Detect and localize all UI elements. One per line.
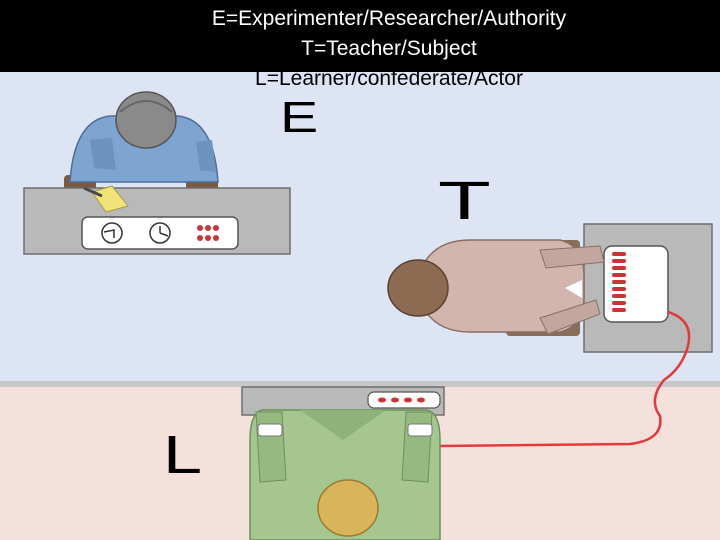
room-divider [0, 381, 720, 387]
wrist-strap-left [258, 424, 282, 436]
legend-teacher: T=Teacher/Subject [0, 37, 720, 61]
label-teacher: T [438, 174, 491, 228]
label-learner: L [163, 428, 202, 482]
legend-learner: L=Learner/confederate/Actor [0, 67, 720, 91]
learner-figure [250, 410, 440, 540]
teacher-desk [584, 224, 712, 352]
label-experimenter: E [280, 96, 318, 140]
wrist-strap-right [408, 424, 432, 436]
dial-icon [102, 223, 122, 243]
shock-switches [612, 252, 626, 312]
experimenter-desk [24, 186, 290, 254]
legend-experimenter: E=Experimenter/Researcher/Authority [0, 7, 720, 31]
